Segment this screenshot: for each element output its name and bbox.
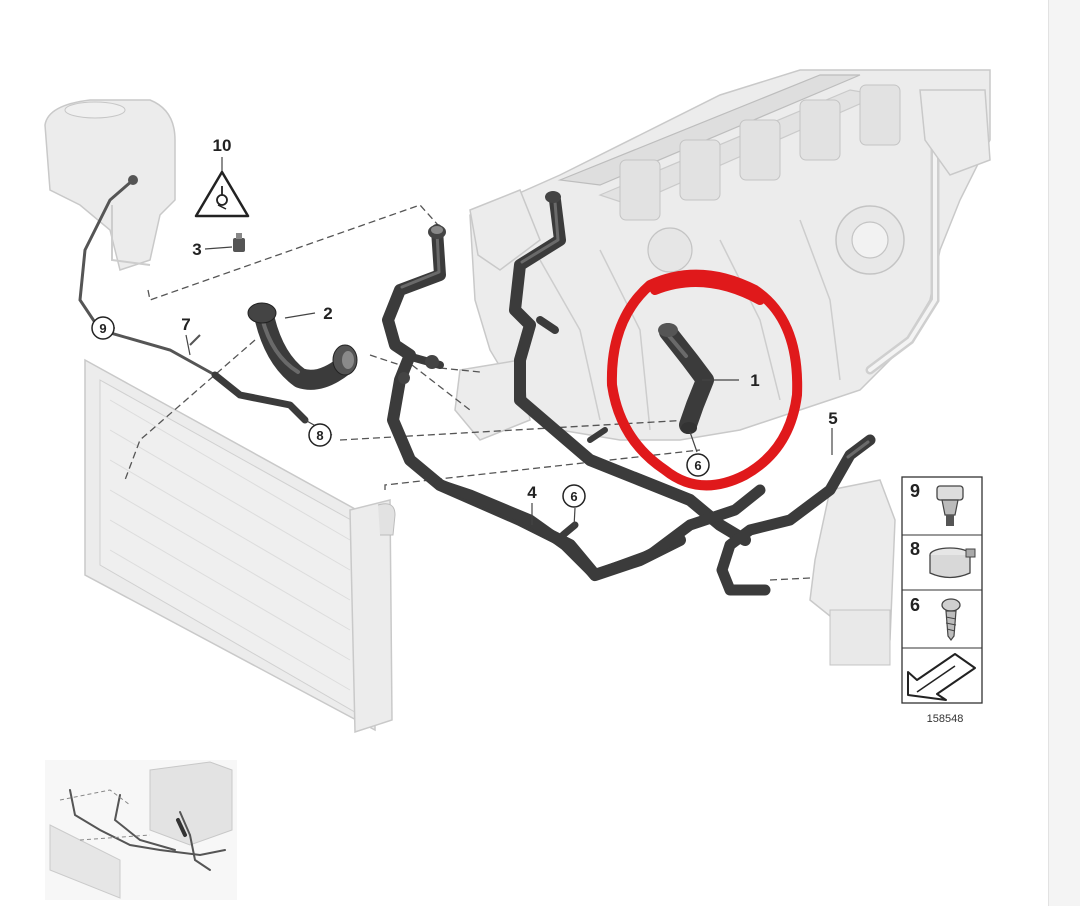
engine-block [454, 69, 991, 441]
legend-label-8: 8 [910, 539, 920, 559]
part-label-5: 5 [828, 409, 837, 428]
circled-ref-6-engine-label: 6 [694, 458, 701, 473]
screw-icon [941, 598, 961, 641]
part-label-2: 2 [323, 304, 332, 323]
expansion-tank [44, 99, 176, 271]
circled-ref-9-label: 9 [99, 321, 106, 336]
part-label-3: 3 [192, 240, 201, 259]
hose-clamp-icon [929, 547, 976, 579]
legend-label-6: 6 [910, 595, 920, 615]
part-label-10: 10 [213, 136, 232, 155]
part-label-1: 1 [750, 371, 759, 390]
vertical-scrollbar[interactable] [1048, 0, 1080, 906]
hose-connectors [396, 316, 608, 443]
vent-lines [78, 178, 309, 424]
pipe-part-5 [716, 434, 876, 596]
circled-ref-6-engine: 6 [686, 453, 710, 477]
part-label-7: 7 [181, 315, 190, 334]
warning-icon [194, 170, 250, 218]
view-arrow-icon [907, 653, 976, 701]
parts-diagram: 10 3 2 7 1 4 5 9 8 6 6 9 8 [44, 69, 991, 900]
red-highlight-circle [606, 269, 803, 491]
circled-ref-9: 9 [91, 316, 115, 340]
circled-ref-6-pipe-label: 6 [570, 489, 577, 504]
sensor-part-3 [233, 233, 245, 252]
pipe-part-4 [434, 479, 766, 581]
circled-ref-6-pipe: 6 [562, 484, 586, 508]
circled-ref-8: 8 [308, 423, 332, 447]
engine-feed-hose [509, 191, 751, 546]
part-label-4: 4 [527, 483, 537, 502]
image-viewer: 10 3 2 7 1 4 5 9 8 6 6 9 8 [44, 69, 991, 900]
hoses [78, 178, 876, 596]
legend-box: 9 8 6 [901, 476, 983, 704]
thumbnail-preview [45, 760, 237, 900]
hose-part-2 [247, 302, 358, 390]
legend-label-9: 9 [910, 481, 920, 501]
radiator [84, 358, 396, 734]
clip-icon [936, 485, 964, 526]
thermostat-housing [809, 479, 896, 666]
diagram-reference-code: 158548 [927, 713, 964, 725]
circled-ref-8-label: 8 [316, 428, 323, 443]
